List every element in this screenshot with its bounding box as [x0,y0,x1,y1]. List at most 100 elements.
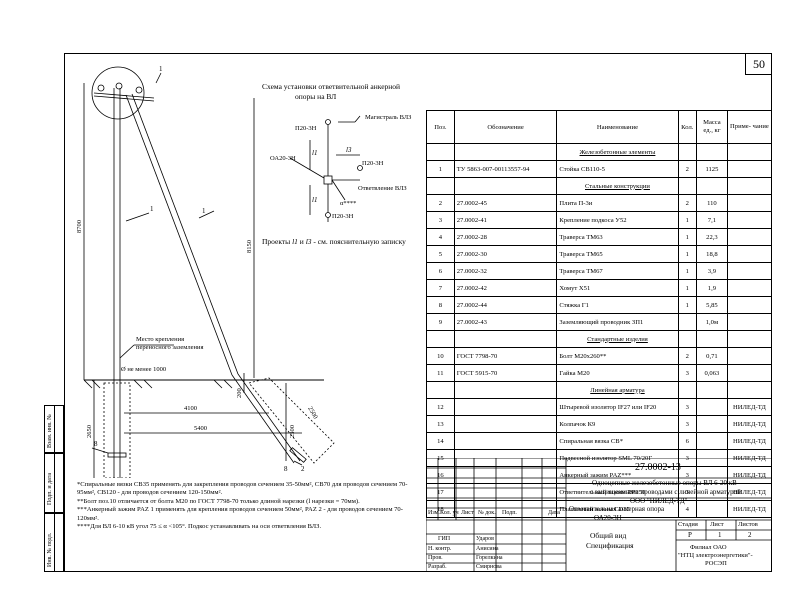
cell-mass: 1,0м [696,313,728,331]
cell-qty: 3 [677,398,698,416]
dim-5400: 5400 [194,425,207,432]
sig-role-1: ГИП [438,536,451,542]
cell-note [726,143,773,161]
section-title: Линейная арматура [556,381,679,399]
cell-note [726,160,773,178]
cell-designation: 27.0002-43 [453,313,558,331]
cell-pos: 4 [426,228,455,246]
scheme-note: Проекты l1 и l3 - см. пояснительную запи… [262,238,406,246]
cell-pos: 13 [426,415,455,433]
pos-1-mid: 1 [150,205,154,213]
plate-strut [289,447,307,463]
scheme-alpha: α**** [340,200,356,207]
insulator-right [135,86,143,94]
section-title: Железобетонные элементы [556,143,679,161]
doc-title-1: Общий вид [590,531,627,540]
cell-qty: 1 [677,228,698,246]
strut-right-edge [131,93,239,375]
footnote-1: *Спиральные вязки СВ35 применять для зак… [77,481,408,497]
cell-note: НИЛЕД-ТД [726,500,773,518]
cell-designation: 27.0002-45 [453,194,558,212]
cell-name: Траверса ТМ67 [556,262,679,280]
cell-note [726,364,773,382]
cell-qty [677,177,698,195]
cell-name: Колпачок К9 [556,415,679,433]
cell-name: Траверса ТМ65 [556,245,679,263]
cell-designation [453,398,558,416]
title-desc-1: Одноцепные железобетонные опоры ВЛ 6-20 … [592,479,737,487]
scheme-l3: l3 [346,146,352,154]
scheme-diagram: Магистраль ВЛЗ П20-3Н ОА20-3Н П20-3Н Отв… [270,114,411,222]
dim-8150: 8150 [246,240,253,253]
detail-circle [91,66,145,120]
cell-qty [677,313,698,331]
cell-pos: 11 [426,364,455,382]
cell-designation [453,143,558,161]
pos-2: 2 [301,465,305,473]
cell-note [726,330,773,348]
sheets-label: Листов [738,521,758,528]
header-name: Наименование [556,110,679,144]
title-block-lines [426,458,772,572]
org-3: РОСЭП [705,560,727,567]
scheme-p20-mid: П20-3Н [362,160,384,167]
dim-2650: 2650 [86,425,93,438]
scheme-note-and: и [299,237,304,246]
cell-mass [696,381,728,399]
object-name-2: ОА20-3Н [594,514,622,522]
pos-8a: 8 [94,440,98,448]
drawing-frame [64,53,772,572]
cell-mass: 0,71 [696,347,728,365]
cell-designation: 27.0002-32 [453,262,558,280]
header-note: Приме- чание [726,110,773,144]
side-stamp-inv: Инв. № подл. [47,532,53,567]
cell-note [726,279,773,297]
table-section-row: Линейная арматура [426,381,773,399]
cell-designation: ГОСТ 7798-70 [453,347,558,365]
diameter-label: Ø не менее 1000 [121,366,166,373]
specification-table: Поз. Обозначение Наименование Кол. Масса… [426,110,773,518]
cell-name: Стойка СВ110-5 [556,160,679,178]
cell-pos: 3 [426,211,455,229]
pos-1-top: 1 [159,65,163,73]
cell-qty: 1 [677,279,698,297]
cell-pos: 10 [426,347,455,365]
dim-2300: 2300 [289,425,296,438]
object-name-1: Ответвительная анкерная опора [569,505,665,513]
scheme-magistral: Магистраль ВЛЗ [365,114,411,121]
cell-designation [453,330,558,348]
cell-note [726,347,773,365]
cell-name: Плита П-3и [556,194,679,212]
cell-mass: 3,9 [696,262,728,280]
cell-designation [453,177,558,195]
grounding-label-2: переносного заземления [136,344,203,351]
cell-name: Крепление подкоса У52 [556,211,679,229]
cell-designation: 27.0002-44 [453,296,558,314]
cell-mass: 1125 [696,160,728,178]
cell-designation [453,381,558,399]
cell-mass: 22,3 [696,228,728,246]
scheme-p20-top: П20-3Н [295,125,317,132]
cell-pos: 14 [426,432,455,450]
cell-designation: ТУ 5863-007-00113557-94 [453,160,558,178]
header-qty: Кол. [677,110,698,144]
footnote-4: ****Для ВЛ 6-10 кВ угол 75 ≤ α <105°. По… [77,523,322,531]
cell-mass: 7,1 [696,211,728,229]
cell-mass [696,415,728,433]
cell-qty: 1 [677,245,698,263]
cell-qty [677,381,698,399]
hdr-izm: Изм. [428,510,440,516]
cell-name: Штыревой изолятор IF27 или IF20 [556,398,679,416]
cell-pos [426,177,455,195]
footnote-2: **Болт поз.10 отличается от болта М20 по… [77,497,360,505]
